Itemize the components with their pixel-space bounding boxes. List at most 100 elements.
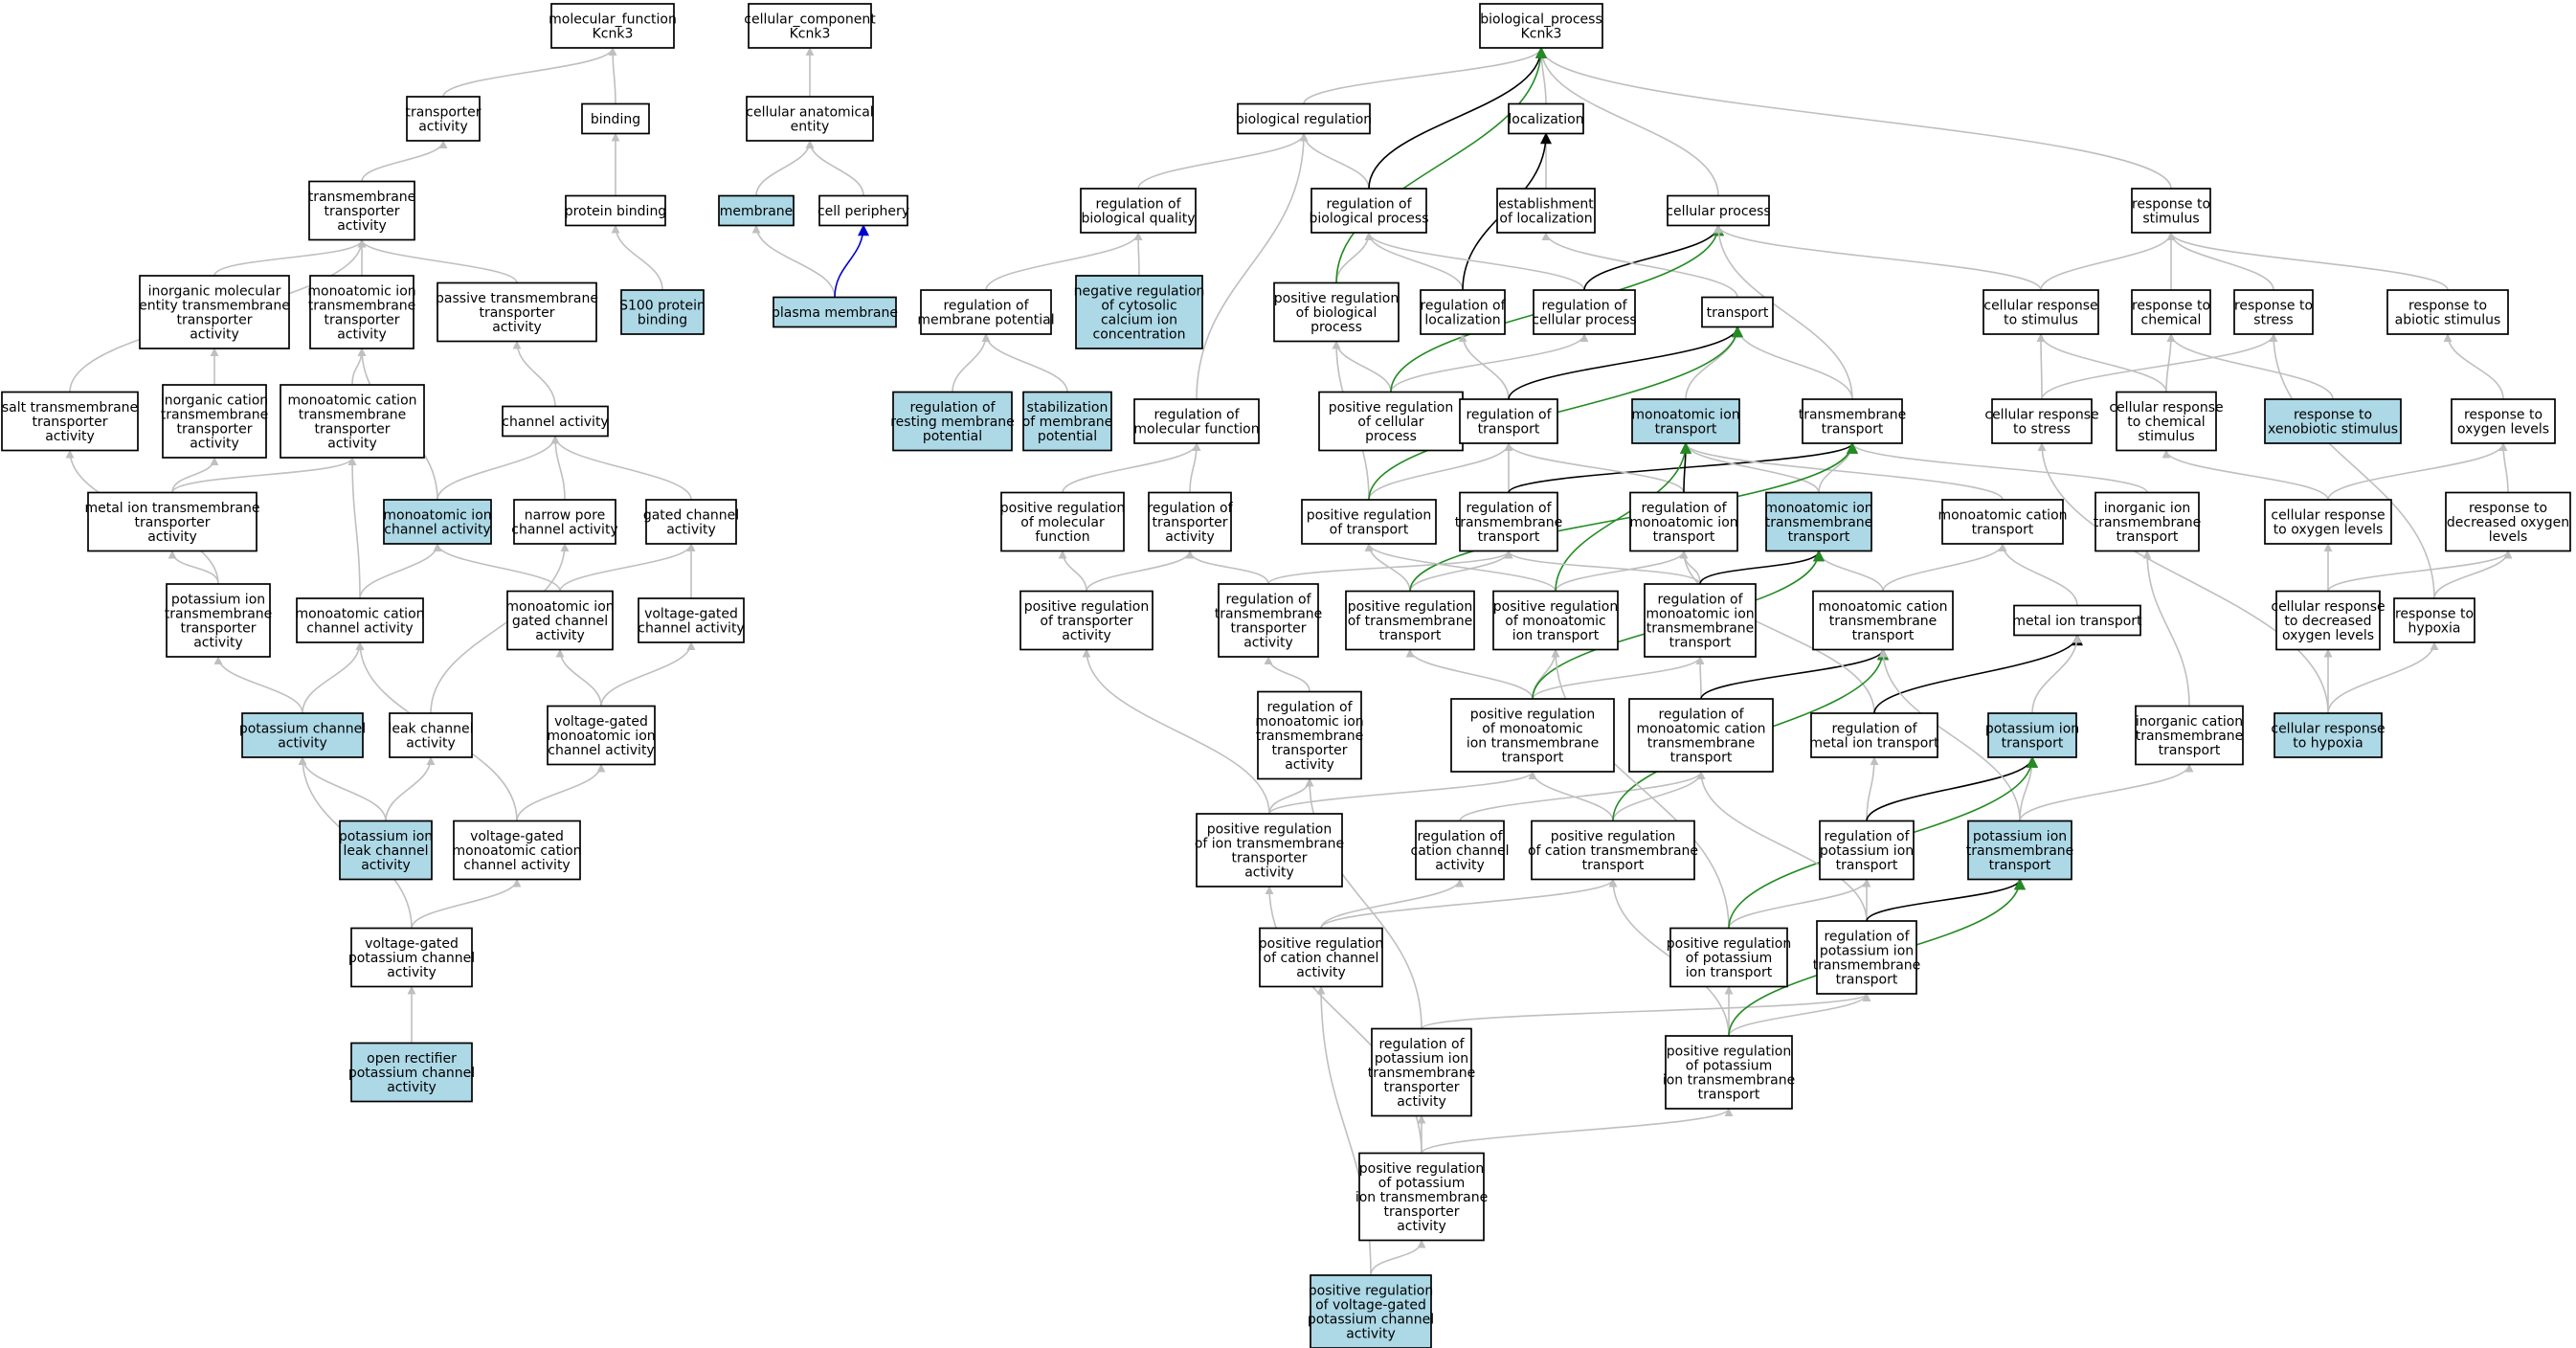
go-term-label: resting membrane	[890, 415, 1015, 430]
edge-default	[805, 140, 864, 196]
go-term-label: oxygen levels	[2282, 628, 2374, 643]
go-term-box	[2274, 712, 2383, 758]
go-term-label: regulation of	[1225, 593, 1311, 608]
go-term-label: cellular anatomical	[746, 105, 873, 121]
go-term-box	[2135, 705, 2244, 766]
edge-default	[411, 878, 522, 929]
go-term-box	[513, 499, 616, 545]
go-term-label: cellular response	[1983, 299, 2097, 314]
edge-default	[2327, 641, 2439, 714]
go-term-box	[1148, 491, 1232, 552]
go-term-label: response to	[2469, 501, 2547, 516]
edge-default	[600, 641, 696, 707]
go-term-label: calcium ion	[1101, 313, 1177, 328]
edge-default	[1681, 442, 2004, 501]
go-term-label: potassium ion	[1973, 829, 2067, 844]
edge-default	[2036, 333, 2167, 393]
edge-default	[2269, 333, 2435, 599]
go-term-label: cellular response	[2271, 508, 2385, 524]
go-term-label: voltage-gated	[365, 936, 459, 952]
go-term-node: binding	[581, 102, 650, 135]
edge-default	[981, 333, 1068, 393]
go-term-label: cellular process	[1532, 313, 1636, 328]
go-term-box	[2264, 499, 2392, 545]
go-term-box	[437, 281, 597, 343]
go-term-label: stabilization	[1027, 400, 1109, 416]
go-term-label: ion transport	[1512, 628, 1600, 643]
go-term-label: transport	[1836, 973, 1898, 988]
edge-default	[608, 47, 617, 104]
go-term-label: transmembrane	[1368, 1066, 1476, 1081]
go-term-label: activity	[1296, 965, 1346, 980]
go-term-label: potassium channel	[348, 1066, 475, 1081]
go-term-label: activity	[327, 437, 377, 452]
go-term-box	[1802, 398, 1903, 444]
go-term-label: positive regulation	[1307, 508, 1431, 524]
edge-black	[1508, 326, 1743, 400]
go-term-label: positive regulation	[1024, 599, 1149, 615]
go-term-label: to decreased	[2284, 614, 2371, 629]
go-term-node: cellular process	[1666, 194, 1771, 227]
go-term-node: biological regulation	[1236, 102, 1372, 135]
go-term-box	[2094, 491, 2200, 552]
go-term-label: channel activity	[463, 858, 570, 873]
go-term-label: regulation of	[1541, 299, 1627, 314]
go-term-node: cell periphery	[818, 194, 909, 227]
edge-black	[1873, 634, 2083, 714]
go-term-label: of localization	[1499, 212, 1592, 227]
go-term-label: leak channel	[388, 722, 473, 737]
go-term-label: transmembrane	[1765, 515, 1873, 530]
go-term-label: membrane potential	[917, 313, 1054, 328]
go-term-label: regulation of	[1095, 197, 1181, 213]
go-term-label: activity	[190, 437, 239, 452]
edge-default	[1364, 232, 1585, 291]
edge-default	[302, 641, 365, 714]
go-term-box	[2451, 398, 2556, 444]
edge-default	[2165, 333, 2176, 393]
go-term-label: narrow pore	[525, 508, 605, 524]
edge-default	[1137, 132, 1309, 190]
edge-default	[755, 140, 815, 196]
go-term-label: cellular process	[1666, 204, 1770, 219]
go-term-label: Kcnk3	[593, 27, 634, 42]
go-term-box	[1531, 820, 1695, 881]
edge-default	[1551, 648, 1730, 929]
edge-default	[213, 656, 303, 714]
go-term-label: xenobiotic stimulus	[2268, 422, 2398, 438]
go-term-label: activity	[535, 628, 585, 643]
edge-default	[2040, 232, 2176, 291]
go-term-box	[2386, 289, 2509, 335]
go-term-label: of potassium	[1686, 951, 1772, 966]
go-term-label: open rectifier	[367, 1051, 457, 1067]
go-term-label: activity	[1285, 757, 1334, 773]
edge-layer	[65, 46, 2513, 1276]
edge-default	[1696, 771, 1868, 922]
edge-default	[1320, 878, 1618, 929]
go-term-label: process	[1310, 320, 1362, 335]
edge-default	[611, 224, 663, 291]
go-term-label: positive regulation	[1359, 1161, 1484, 1177]
go-term-label: monoatomic ion	[505, 599, 614, 615]
go-term-label: activity	[387, 1080, 437, 1095]
go-term-box	[241, 712, 364, 758]
go-term-label: positive regulation	[1493, 599, 1618, 615]
edge-default	[985, 232, 1143, 291]
go-term-label: potassium ion	[1985, 722, 2079, 737]
go-term-label: monoatomic cation	[295, 607, 424, 622]
go-term-box	[818, 194, 908, 227]
edge-default	[1541, 232, 1738, 298]
go-term-label: transporter	[1383, 1080, 1459, 1095]
edge-default	[1189, 442, 1201, 493]
